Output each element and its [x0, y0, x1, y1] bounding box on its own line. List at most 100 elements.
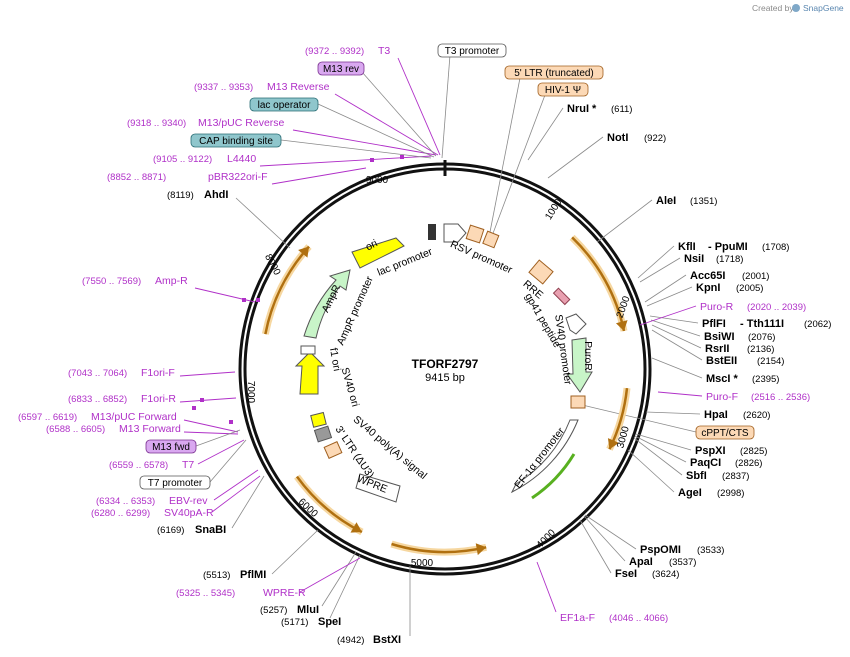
feature-box-label-1: 5' LTR (truncated): [514, 68, 594, 79]
primer-name-10: T7: [182, 459, 194, 471]
gp41-block: [552, 287, 571, 306]
plasmid-length: 9415 bp: [425, 372, 465, 384]
site-pos-6: (2005): [736, 283, 763, 294]
feature-box-5: [190, 133, 282, 148]
box-leader-5: [280, 139, 432, 159]
site-pos-12: (2620): [743, 410, 770, 421]
site-pos-1: (922): [644, 133, 666, 144]
feature-label-1: RSV promoter: [448, 238, 514, 276]
orf-arc-0: [571, 236, 626, 332]
feature-box-7: [145, 439, 197, 454]
site-pos-23: (5513): [203, 570, 230, 581]
feature-box-label-4: lac operator: [258, 100, 311, 111]
primer-pos-14: (4046 .. 4066): [609, 613, 668, 624]
primer-pos-6: (7043 .. 7064): [68, 368, 127, 379]
ampr-arrow: [303, 269, 351, 339]
site-leader-2: [596, 199, 653, 243]
puror-arrow: [566, 337, 593, 393]
ltr3-block: [323, 441, 343, 459]
primer-mark-2: [200, 398, 204, 402]
ef1a-marker: [531, 453, 576, 500]
orf-arrowhead-2: [475, 543, 487, 556]
site-pos-15: (2837): [722, 471, 749, 482]
primer-name-3: L4440: [227, 153, 256, 165]
site-pos-17: (3533): [697, 545, 724, 556]
cppt-block: [570, 395, 586, 409]
box-leader-4: [317, 103, 435, 158]
orf-arcs: [192, 155, 631, 556]
primer-pos-10: (6559 .. 6578): [109, 460, 168, 471]
orf-arrowhead-1: [607, 438, 619, 450]
site-leader-5: [644, 274, 687, 303]
sv40-promoter-arrow: [565, 313, 587, 335]
site-name-18: ApaI: [629, 556, 653, 568]
site-leader-10: [651, 329, 703, 361]
site-leader-6: [646, 286, 693, 307]
primer-leader-3: [259, 155, 433, 167]
site-pos-5: (2001): [742, 271, 769, 282]
site-name-8: BsiWI: [704, 331, 735, 343]
primer-pos-4: (8852 .. 8871): [107, 172, 166, 183]
site-name-25: AhdI: [204, 189, 228, 201]
feature-box-3: [317, 61, 365, 76]
box-leader-2: [491, 94, 546, 237]
site-name-2: AleI: [656, 195, 676, 207]
created-by-label: Created by: [752, 3, 794, 13]
site-leader-17: [584, 514, 637, 550]
site-pos-25: (8119): [167, 190, 194, 201]
sv40pa-block: [313, 425, 333, 443]
primer-name-0: T3: [378, 45, 390, 57]
f1-ori-block: [310, 411, 327, 428]
feature-box-0: [437, 43, 507, 58]
site-leader-15: [633, 437, 683, 476]
site-name-17: PspOMI: [640, 544, 681, 556]
primer-leader-8: [183, 419, 239, 433]
tick-label-4: 5000: [411, 558, 434, 569]
site-leader-13: [635, 433, 692, 451]
site-leader-18: [583, 515, 626, 562]
rre-block: [528, 259, 554, 285]
site-name-13: PspXI: [695, 445, 726, 457]
site-leader-23: [271, 529, 319, 575]
site-leader-3: [637, 245, 675, 279]
site-name-15: SbfI: [686, 470, 707, 482]
sv40-ori-arrow: [294, 351, 326, 395]
site-name-1: NotI: [607, 132, 628, 144]
psi-block: [482, 230, 500, 249]
ltr-block: [465, 224, 485, 244]
labels: NruI *(611)NotI(922)AleI(1351)KflI- PpuM…: [18, 43, 831, 646]
site-leader-1: [547, 136, 604, 179]
feature-box-label-6: cPPT/CTS: [701, 428, 749, 439]
site-pos-20: (4942): [337, 635, 364, 646]
site-pos-0: (611): [611, 104, 632, 115]
site-name-19: FseI: [615, 568, 637, 580]
primer-pos-9: (6588 .. 6605): [46, 424, 105, 435]
primer-leader-13: [299, 557, 361, 593]
primer-pos-11: (6334 .. 6353): [96, 496, 155, 507]
feature-box-6: [695, 425, 755, 440]
feature-box-1: [504, 65, 604, 80]
site-pos-21: (5171): [281, 617, 308, 628]
site-leader-24: [231, 475, 265, 529]
site-pos-9: (2136): [747, 344, 774, 355]
orf-arrowhead-4: [298, 246, 310, 258]
orf-arrowhead-3: [350, 522, 362, 533]
ori-arrow: [351, 237, 405, 269]
site-name-11: MscI *: [706, 373, 739, 385]
primer-pos-5: (7550 .. 7569): [82, 276, 141, 287]
site-name-5: Acc65I: [690, 270, 725, 282]
primer-pos-13: (5325 .. 5345): [176, 588, 235, 599]
site-name-0: NruI *: [567, 103, 597, 115]
primer-name-1: M13 Reverse: [267, 81, 330, 93]
site-pos-22: (5257): [260, 605, 287, 616]
feature-box-2: [537, 82, 589, 97]
site-leader-19: [579, 519, 612, 574]
feature-box-label-0: T3 promoter: [445, 46, 500, 57]
lac-promoter-arrow: [443, 223, 467, 243]
site-leader-16: [627, 449, 675, 493]
lac-operator-mark: [428, 224, 436, 240]
site-pos-18: (3537): [669, 557, 696, 568]
primer-leader-15: [639, 305, 697, 326]
primer-mark-0: [256, 298, 260, 302]
tick-label-6: 7000: [245, 381, 256, 404]
